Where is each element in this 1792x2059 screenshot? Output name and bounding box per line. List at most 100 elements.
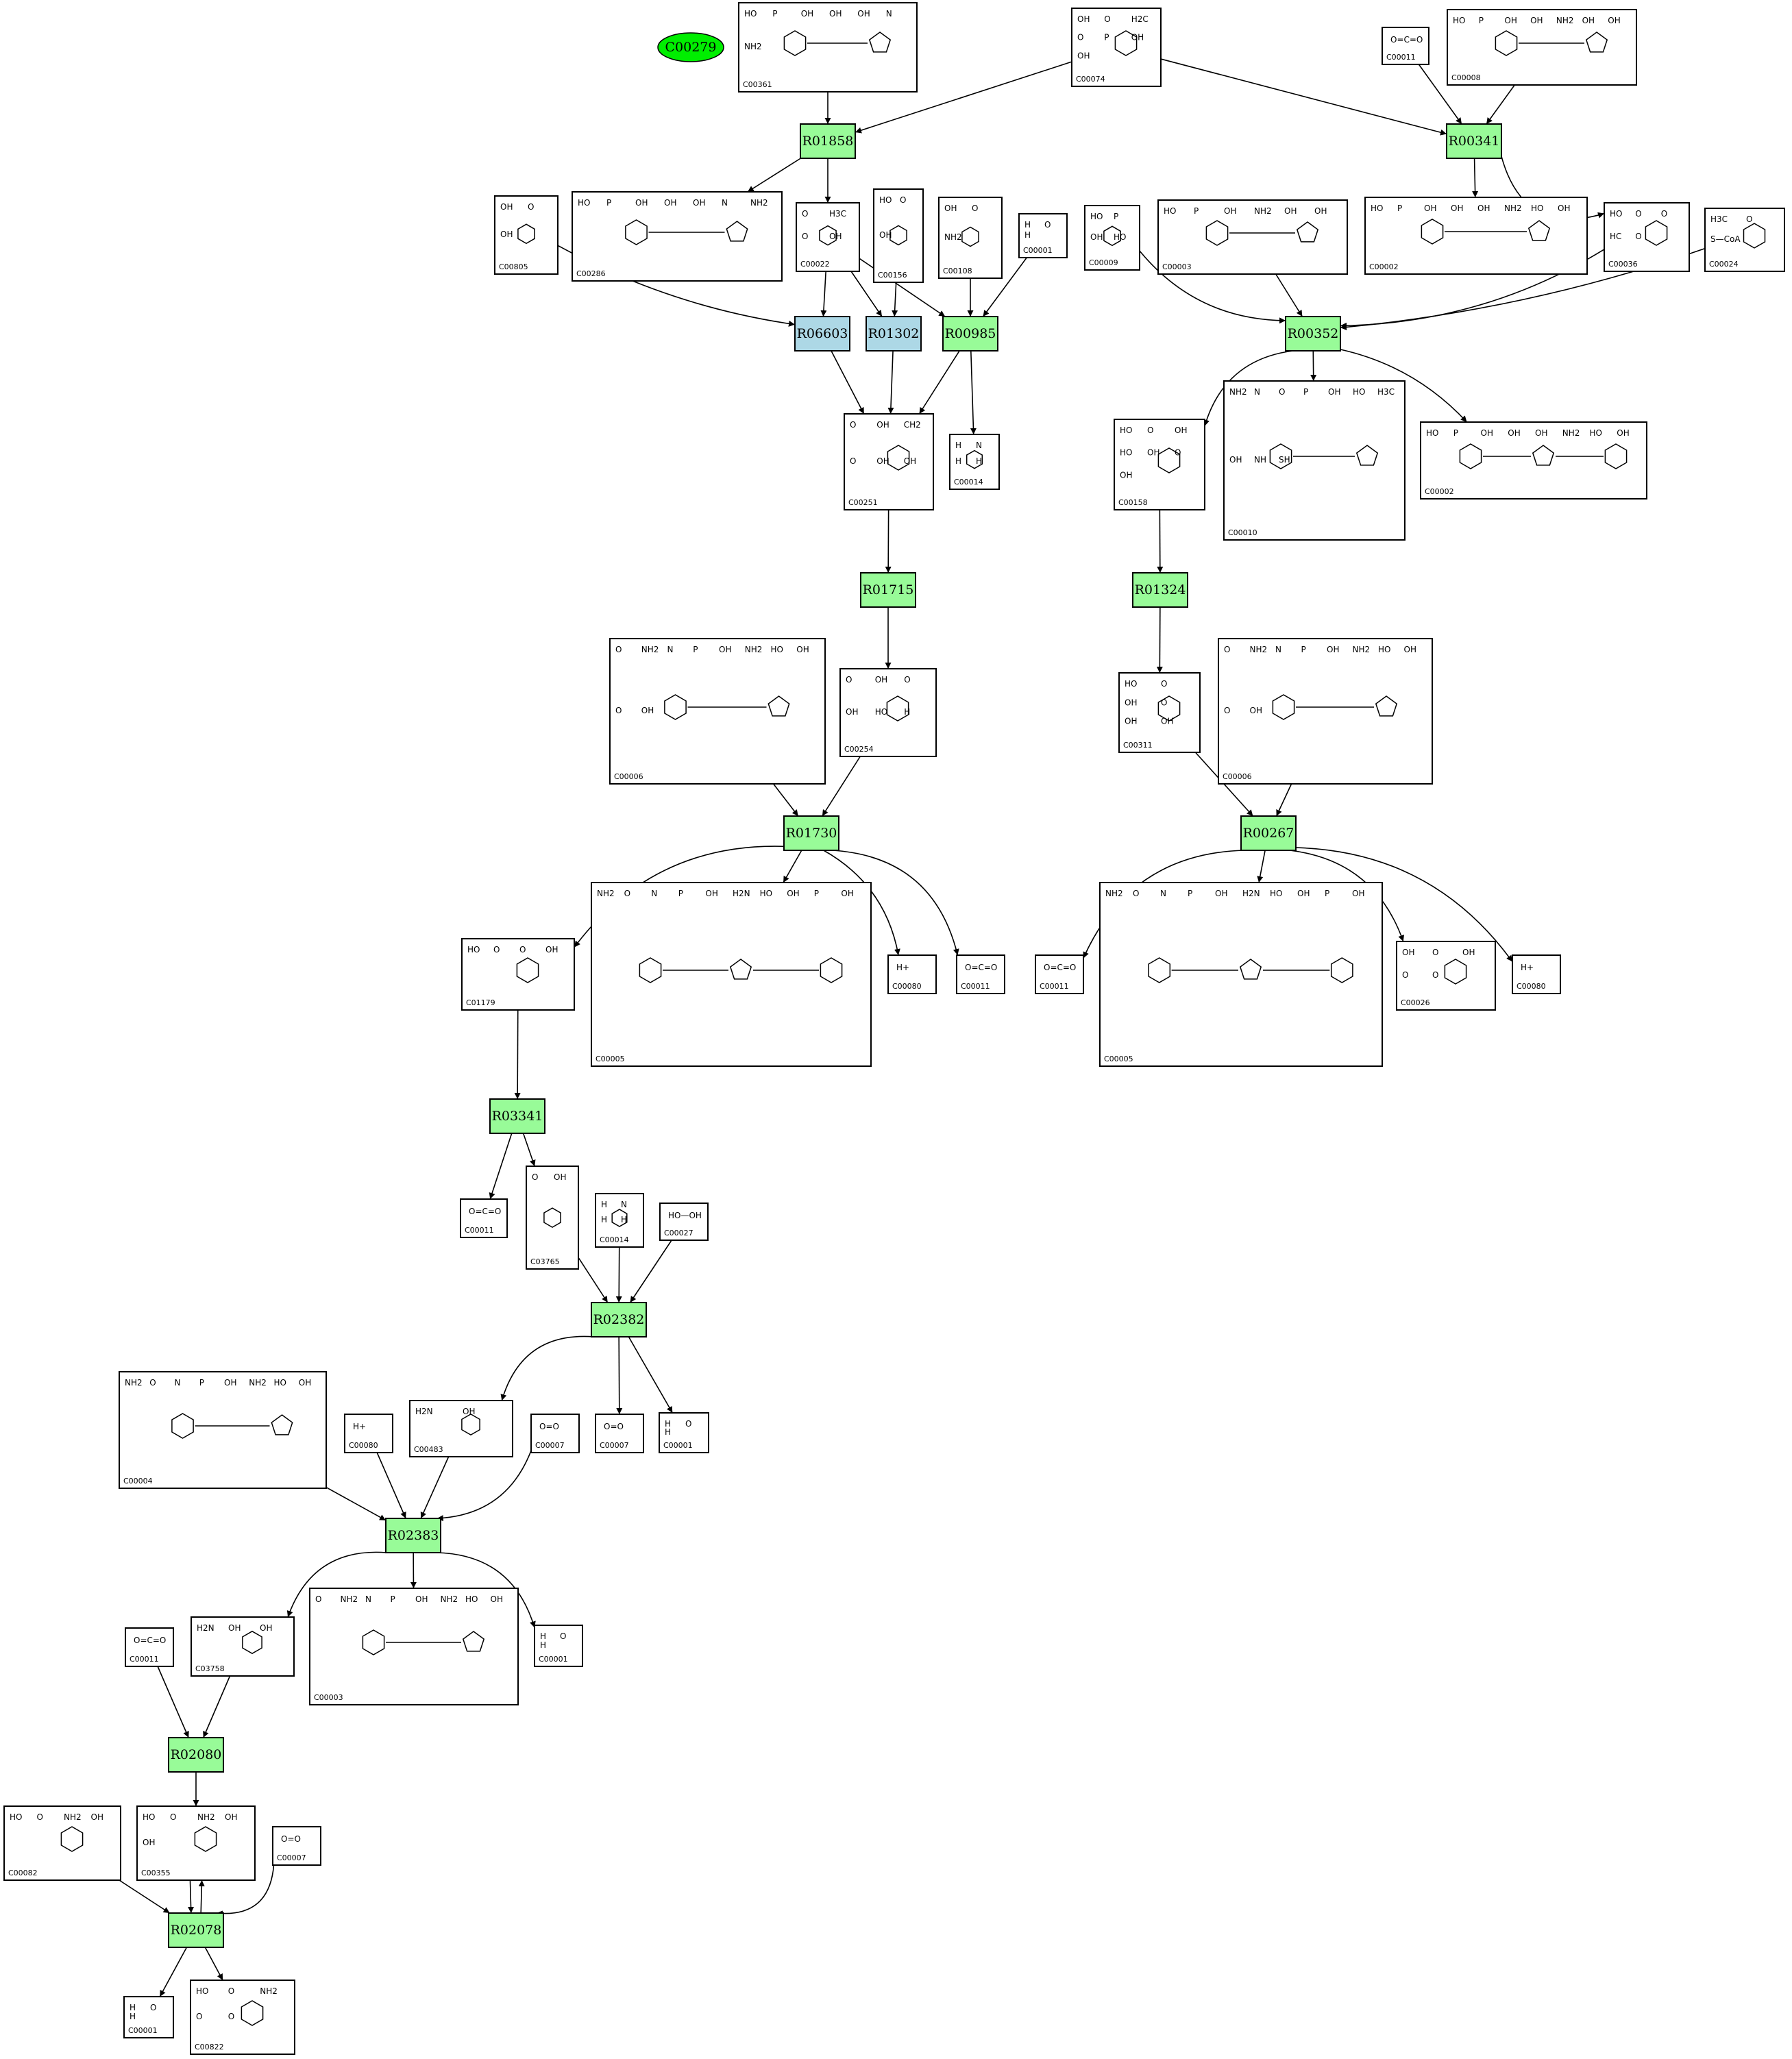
atom-label: NH2 bbox=[1254, 206, 1272, 216]
atom-label: O bbox=[37, 1812, 43, 1822]
atom-label: OH bbox=[1077, 51, 1090, 60]
reaction-node-r02078[interactable]: R02078 bbox=[168, 1912, 224, 1948]
reaction-node-r00267[interactable]: R00267 bbox=[1240, 815, 1297, 851]
atom-label: N bbox=[365, 1594, 371, 1604]
atom-label: O bbox=[624, 889, 630, 898]
compound-box bbox=[1382, 27, 1429, 65]
atom-label: OH bbox=[664, 198, 676, 208]
atom-label: OH bbox=[1535, 428, 1547, 438]
compound-box bbox=[1704, 208, 1785, 272]
edge-c00007a-to-R02383 bbox=[437, 1450, 532, 1522]
edge-R00352-to-c00002b bbox=[1340, 349, 1468, 423]
reaction-node-r02382[interactable]: R02382 bbox=[591, 1302, 647, 1337]
reaction-node-r02383[interactable]: R02383 bbox=[385, 1518, 441, 1553]
atom-label: HO bbox=[1120, 448, 1132, 458]
compound-box bbox=[123, 1996, 174, 2038]
compound-id-label: C00361 bbox=[743, 80, 772, 89]
reaction-node-r01715[interactable]: R01715 bbox=[860, 572, 916, 608]
atom-label: N bbox=[976, 441, 982, 450]
compound-box bbox=[3, 1805, 121, 1881]
reaction-node-r00341[interactable]: R00341 bbox=[1446, 123, 1502, 159]
edge-c00027-to-R02382 bbox=[629, 1240, 672, 1303]
reaction-node-r01858[interactable]: R01858 bbox=[800, 123, 856, 159]
atom-label: OH bbox=[1131, 33, 1144, 42]
reaction-node-r02080[interactable]: R02080 bbox=[168, 1737, 224, 1773]
edge-R00985-to-c00014a bbox=[970, 350, 977, 435]
reaction-box bbox=[1285, 316, 1341, 352]
compound-box bbox=[1035, 954, 1084, 994]
atom-label: OH bbox=[1402, 948, 1414, 957]
reaction-node-r03341[interactable]: R03341 bbox=[489, 1098, 545, 1134]
compound-c00080[interactable]: H+C00080 bbox=[1512, 954, 1561, 994]
reaction-node-r01324[interactable]: R01324 bbox=[1132, 572, 1188, 608]
atom-label: OH bbox=[719, 645, 731, 654]
atom-label: OH bbox=[1617, 428, 1629, 438]
reaction-node-r00985[interactable]: R00985 bbox=[942, 316, 998, 352]
reaction-box bbox=[942, 316, 998, 352]
compound-c00080[interactable]: H+C00080 bbox=[887, 954, 937, 994]
atom-label: O bbox=[850, 420, 856, 430]
reaction-node-r06603[interactable]: R06603 bbox=[794, 316, 850, 352]
atom-label: O bbox=[850, 456, 856, 466]
compound-box bbox=[1114, 419, 1205, 510]
edge-c03758-to-R02080 bbox=[203, 1675, 231, 1738]
atom-label: OH bbox=[1451, 204, 1463, 213]
atom-label: H bbox=[601, 1200, 607, 1209]
start-node-c00279[interactable]: C00279 bbox=[657, 32, 724, 62]
reaction-node-r01730[interactable]: R01730 bbox=[783, 815, 839, 851]
compound-c00080[interactable]: H+C00080 bbox=[344, 1414, 393, 1453]
reaction-node-r00352[interactable]: R00352 bbox=[1285, 316, 1341, 352]
edge-R03341-to-c00011d bbox=[489, 1133, 513, 1200]
atom-label: O bbox=[1432, 970, 1438, 980]
reaction-node-r01302[interactable]: R01302 bbox=[866, 316, 922, 352]
